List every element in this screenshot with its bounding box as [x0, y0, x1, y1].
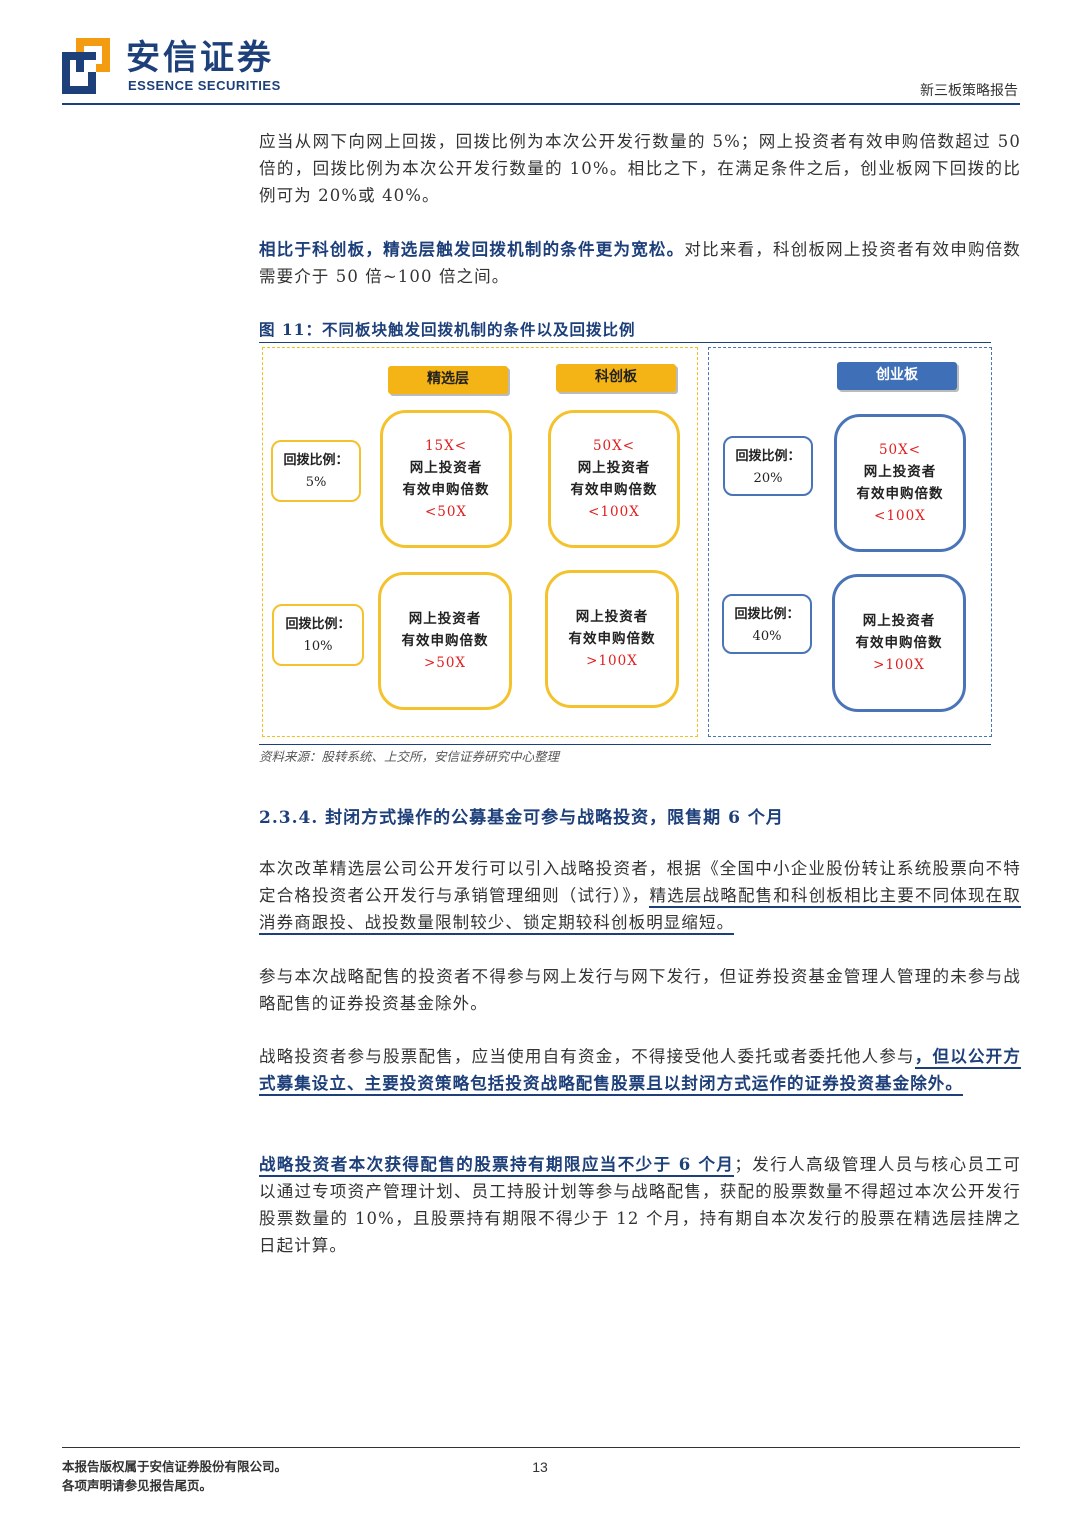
figure-title: 图 11：不同板块触发回拨机制的条件以及回拨比例	[259, 320, 636, 339]
company-name-cn: 安信证券	[126, 38, 274, 78]
paragraph-3: 本次改革精选层公司公开发行可以引入战略投资者，根据《全国中小企业股份转让系统股票…	[259, 855, 1021, 936]
condition-line-a: 网上投资者	[577, 460, 651, 476]
paragraph-3-underline: 精选层战略配售和科创板相比主要不同体现在取消券商跟投、战投数量限制较少、锁定期较…	[259, 886, 1021, 935]
paragraph-2: 相比于科创板，精选层触发回拨机制的条件更为宽松。对比来看，科创板网上投资者有效申…	[259, 236, 1021, 290]
condition-max: <100X	[874, 508, 926, 524]
condition-line-a: 网上投资者	[575, 609, 649, 625]
condition-min: 50X<	[878, 442, 922, 458]
figure-bottom-rule	[259, 744, 991, 745]
ratio-value: 20%	[753, 471, 783, 486]
paragraph-6-text: ；发行人高级管理人员与核心员工可以通过专项资产管理计划、员工持股计划等参与战略配…	[259, 1155, 1021, 1255]
header-divider	[62, 103, 1020, 105]
figure-top-rule	[259, 342, 991, 343]
figure-source: 资料来源：股转系统、上交所，安信证券研究中心整理	[259, 749, 560, 764]
ratio-value: 40%	[752, 629, 782, 644]
condition-line-b: 有效申购倍数	[568, 631, 656, 647]
ratio-box-5: 回拨比例： 5%	[271, 440, 361, 502]
footer-disclaimer: 各项声明请参见报告尾页。	[62, 1478, 213, 1493]
board-label-jingxuan: 精选层	[388, 366, 508, 394]
ratio-label: 回拨比例：	[735, 449, 801, 464]
ratio-value: 5%	[305, 475, 327, 490]
paragraph-1-text: 应当从网下向网上回拨，回拨比例为本次公开发行数量的 5%；网上投资者有效申购倍数…	[259, 132, 1021, 205]
condition-line-a: 网上投资者	[409, 460, 483, 476]
condition-jingxuan-mid: 15X< 网上投资者 有效申购倍数 <50X	[380, 410, 512, 548]
chuangye-group	[708, 347, 992, 737]
ratio-label: 回拨比例：	[283, 453, 349, 468]
ratio-label: 回拨比例：	[285, 617, 351, 632]
board-label-chuangye: 创业板	[837, 362, 957, 390]
paragraph-3-text: 本次改革精选层公司公开发行可以引入战略投资者，根据《全国中小企业股份转让系统股票…	[259, 859, 1021, 905]
paragraph-2-text: 对比来看，科创板网上投资者有效申购倍数需要介于 50 倍~100 倍之间。	[259, 240, 1021, 286]
board-label-kechuang: 科创板	[556, 364, 676, 392]
condition-line-b: 有效申购倍数	[402, 482, 490, 498]
ratio-value: 10%	[303, 639, 333, 654]
report-type: 新三板策略报告	[920, 83, 1018, 99]
condition-kechuang-mid: 50X< 网上投资者 有效申购倍数 <100X	[548, 410, 680, 548]
ratio-box-20: 回拨比例： 20%	[723, 436, 813, 496]
condition-min: >50X	[423, 655, 467, 671]
condition-min: 15X<	[424, 438, 468, 454]
condition-line-b: 有效申购倍数	[855, 635, 943, 651]
condition-jingxuan-high: 网上投资者 有效申购倍数 >50X	[378, 572, 512, 710]
condition-min: >100X	[586, 653, 638, 669]
paragraph-5: 战略投资者参与股票配售，应当使用自有资金，不得接受他人委托或者委托他人参与，但以…	[259, 1043, 1021, 1097]
ratio-box-40: 回拨比例： 40%	[722, 594, 812, 654]
condition-line-a: 网上投资者	[862, 613, 936, 629]
footer-divider	[62, 1447, 1020, 1448]
section-heading: 2.3.4. 封闭方式操作的公募基金可参与战略投资，限售期 6 个月	[259, 808, 784, 828]
paragraph-4-text: 参与本次战略配售的投资者不得参与网上发行与网下发行，但证券投资基金管理人管理的未…	[259, 967, 1021, 1013]
company-logo-icon	[62, 38, 110, 94]
paragraph-5-highlight: ，但以公开方式募集设立、主要投资策略包括投资战略配售股票且以封闭方式运作的证券投…	[259, 1047, 1021, 1096]
company-name-en: ESSENCE SECURITIES	[128, 78, 281, 93]
condition-min: 50X<	[592, 438, 636, 454]
condition-line-a: 网上投资者	[863, 464, 937, 480]
ratio-box-10: 回拨比例： 10%	[272, 604, 364, 666]
paragraph-4: 参与本次战略配售的投资者不得参与网上发行与网下发行，但证券投资基金管理人管理的未…	[259, 963, 1021, 1017]
paragraph-5-text: 战略投资者参与股票配售，应当使用自有资金，不得接受他人委托或者委托他人参与	[259, 1047, 915, 1066]
paragraph-6: 战略投资者本次获得配售的股票持有期限应当不少于 6 个月；发行人高级管理人员与核…	[259, 1151, 1021, 1259]
condition-kechuang-high: 网上投资者 有效申购倍数 >100X	[545, 570, 679, 708]
condition-max: <50X	[424, 504, 468, 520]
page-number: 13	[532, 1459, 548, 1475]
condition-line-a: 网上投资者	[408, 611, 482, 627]
condition-chuangye-mid: 50X< 网上投资者 有效申购倍数 <100X	[834, 414, 966, 552]
footer-copyright: 本报告版权属于安信证券股份有限公司。	[62, 1459, 288, 1474]
condition-line-b: 有效申购倍数	[570, 482, 658, 498]
paragraph-2-highlight: 相比于科创板，精选层触发回拨机制的条件更为宽松。	[259, 240, 685, 259]
condition-min: >100X	[873, 657, 925, 673]
condition-line-b: 有效申购倍数	[401, 633, 489, 649]
condition-line-b: 有效申购倍数	[856, 486, 944, 502]
jingxuan-kechuang-group	[262, 347, 698, 737]
paragraph-1: 应当从网下向网上回拨，回拨比例为本次公开发行数量的 5%；网上投资者有效申购倍数…	[259, 128, 1021, 209]
paragraph-6-highlight: 战略投资者本次获得配售的股票持有期限应当不少于 6 个月	[259, 1155, 735, 1177]
condition-chuangye-high: 网上投资者 有效申购倍数 >100X	[832, 574, 966, 712]
condition-max: <100X	[588, 504, 640, 520]
ratio-label: 回拨比例：	[734, 607, 800, 622]
